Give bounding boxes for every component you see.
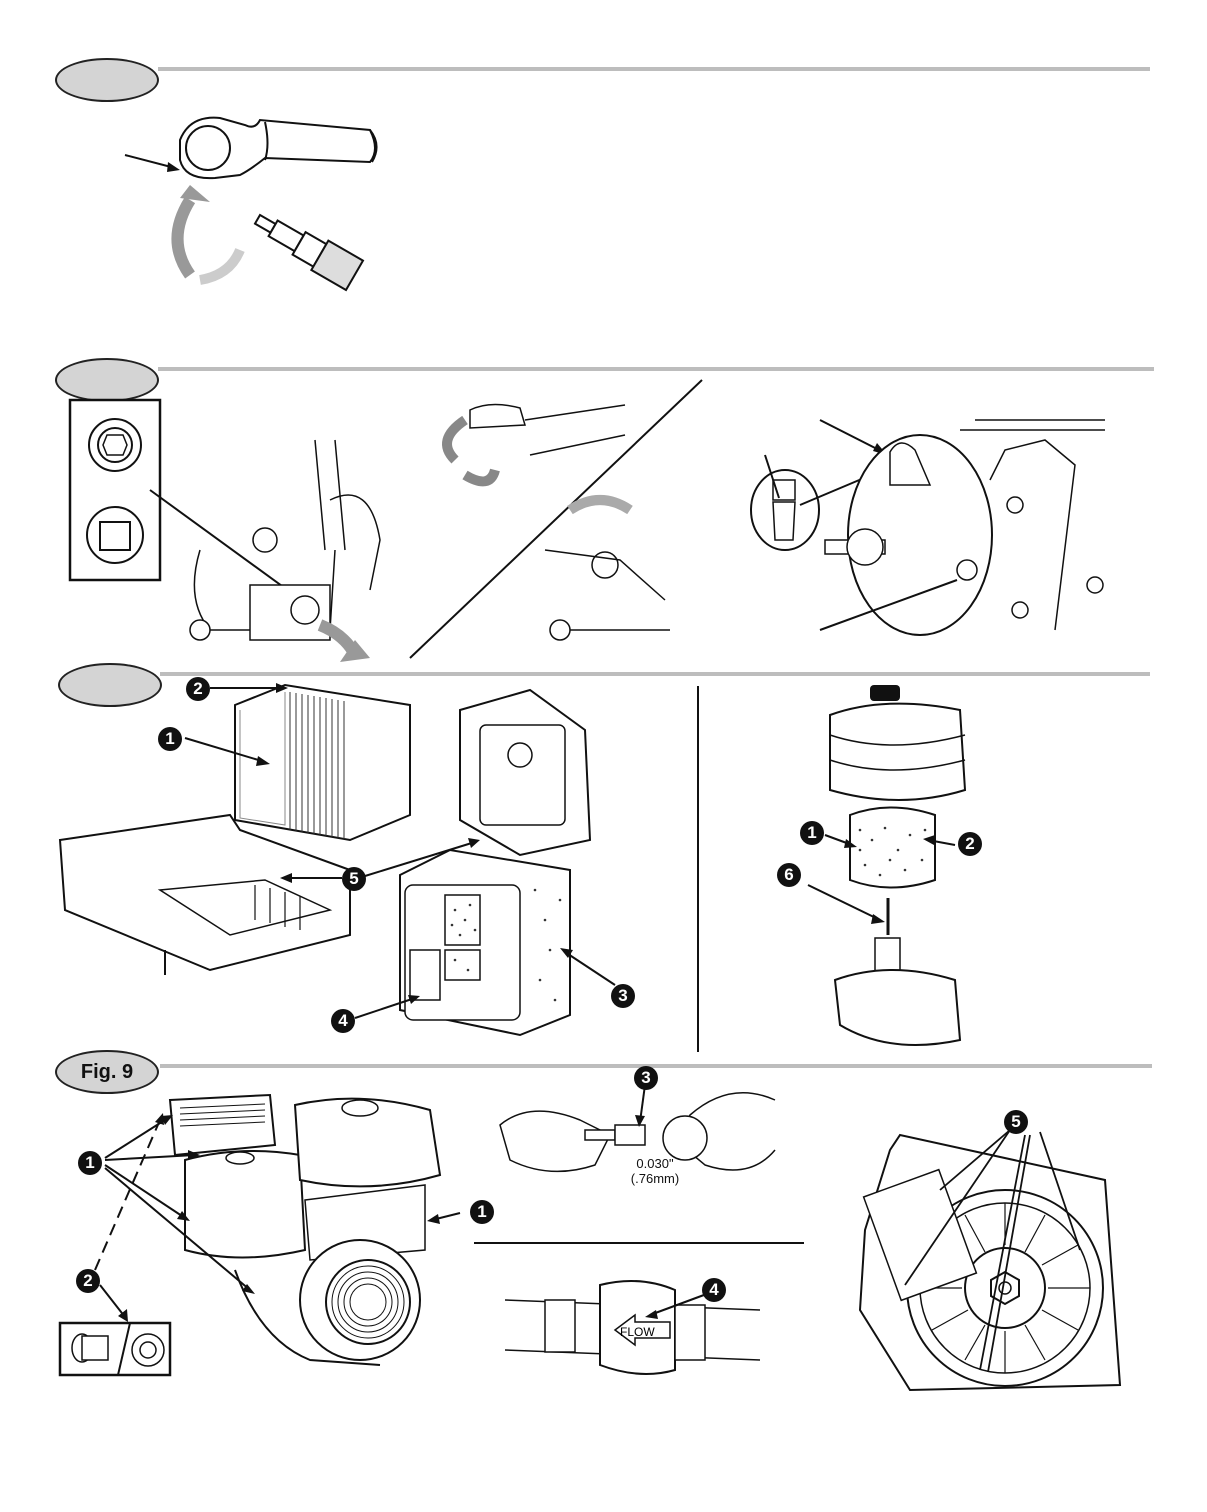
callout-oval-filter-2: 2	[958, 832, 982, 856]
fig9-horizontal-divider	[474, 1242, 804, 1244]
section-vertical-divider	[697, 686, 699, 1052]
flow-label: FLOW	[620, 1325, 655, 1339]
callout-air-filter-3: 3	[611, 984, 635, 1008]
section-divider	[158, 367, 1154, 371]
callout-air-filter-1: 1	[158, 727, 182, 751]
figure-label-oil	[55, 358, 159, 402]
rectangular-air-filter-illustration	[50, 680, 650, 1040]
callout-air-filter-2: 2	[186, 677, 210, 701]
spark-plug-boot-illustration	[120, 100, 390, 300]
fuel-filter-illustration: FLOW	[500, 1270, 780, 1370]
callout-fig9-4: 4	[702, 1278, 726, 1302]
callout-fig9-1-right: 1	[470, 1200, 494, 1224]
engine-cooling-illustration	[60, 1080, 480, 1380]
spark-gap-mm: (.76mm)	[620, 1171, 690, 1186]
section-divider	[158, 67, 1150, 71]
callout-oval-filter-6: 6	[777, 863, 801, 887]
callout-air-filter-5: 5	[342, 867, 366, 891]
oil-fill-plug-illustration	[745, 410, 1125, 670]
callout-fig9-5: 5	[1004, 1110, 1028, 1134]
callout-fig9-1-left: 1	[78, 1151, 102, 1175]
oil-drain-plug-illustration	[70, 400, 710, 665]
section-divider	[160, 672, 1150, 676]
spark-gap-inches: 0.030"	[620, 1156, 690, 1171]
callout-fig9-2: 2	[76, 1269, 100, 1293]
spark-gap-spec: 0.030" (.76mm)	[620, 1156, 690, 1186]
callout-oval-filter-1: 1	[800, 821, 824, 845]
section-divider	[160, 1064, 1152, 1068]
figure-label-top	[55, 58, 159, 102]
flywheel-fins-illustration	[840, 1100, 1140, 1395]
callout-air-filter-4: 4	[331, 1009, 355, 1033]
callout-fig9-3: 3	[634, 1066, 658, 1090]
